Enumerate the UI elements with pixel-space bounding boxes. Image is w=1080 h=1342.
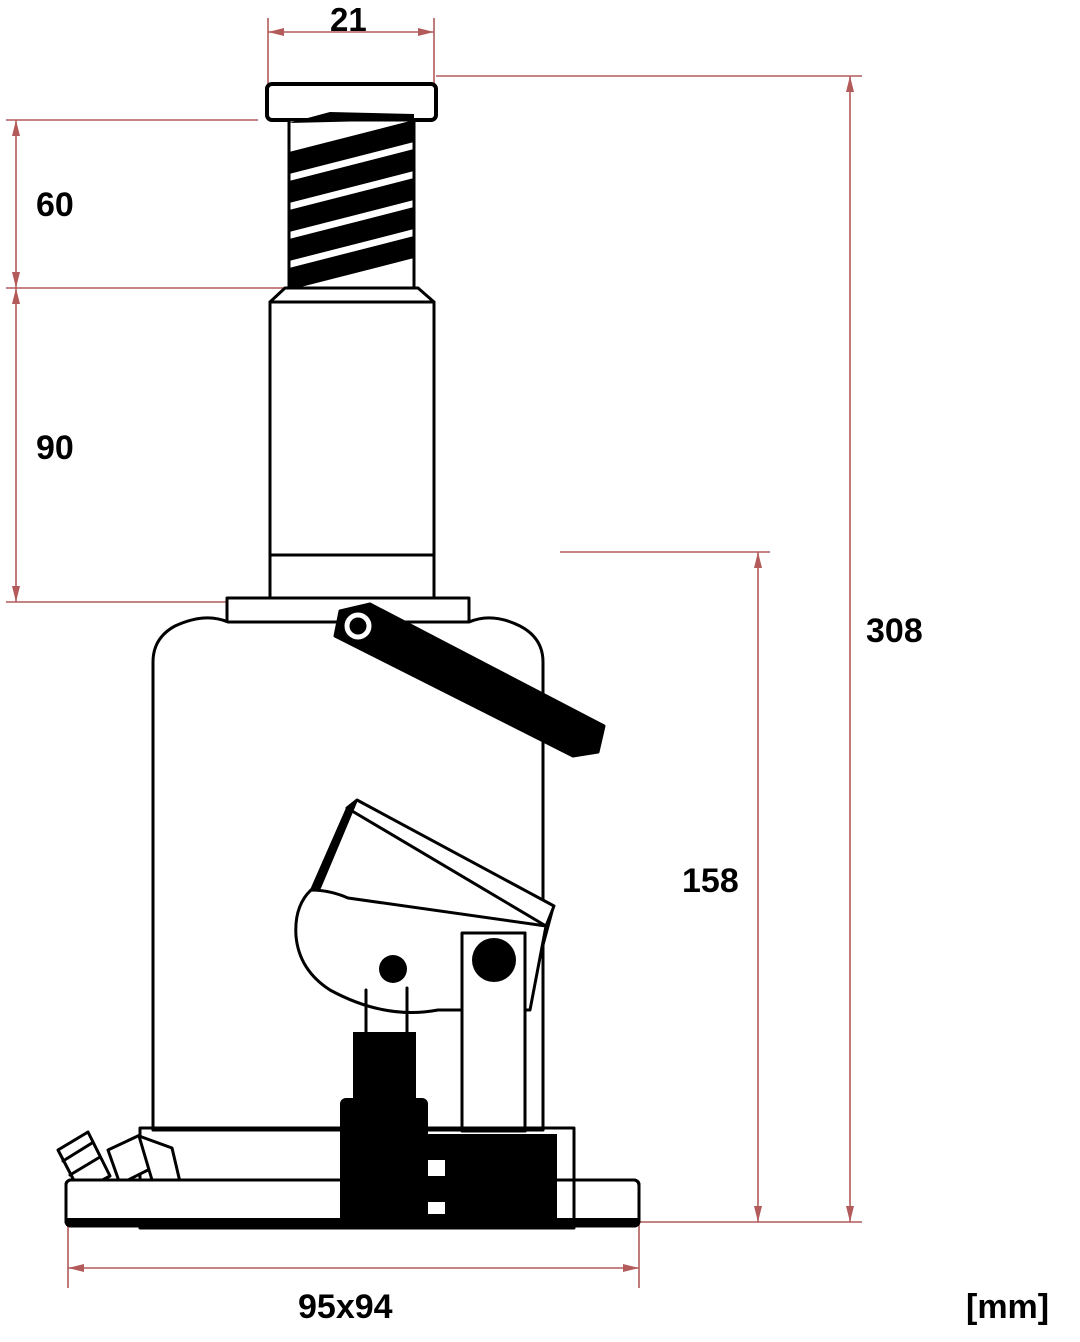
pump-arm-end-left xyxy=(310,799,358,891)
release-valve-screw xyxy=(56,1130,182,1194)
lower-housing xyxy=(138,1126,576,1230)
dimension-label-base-footprint: 95x94 xyxy=(298,1288,393,1326)
pump-pivot-small xyxy=(379,955,407,983)
dimension-label-screw-extension: 60 xyxy=(36,186,74,224)
dimension-label-collapsed-height: 158 xyxy=(682,862,739,900)
ram-cylinder xyxy=(268,286,436,602)
pump-cylinder xyxy=(340,1032,557,1228)
release-valve-head xyxy=(56,1130,112,1194)
lever-pivot xyxy=(344,612,372,640)
release-valve-neck xyxy=(137,1134,182,1184)
dimension-label-total-height: 308 xyxy=(866,612,923,650)
lever-handle xyxy=(333,602,606,758)
release-valve-knurl-2 xyxy=(68,1155,102,1177)
dimension-label-ram-height: 90 xyxy=(36,429,74,467)
dimension-lines xyxy=(6,18,862,1288)
dimension-label-top-cap-width: 21 xyxy=(330,1,367,38)
release-valve-knurl-1 xyxy=(61,1141,94,1163)
base-bottom-edge xyxy=(66,1218,639,1226)
dimension-arrowheads xyxy=(12,28,854,1272)
unit-label: [mm] xyxy=(966,1288,1050,1326)
base-plate-top-cover xyxy=(66,1181,336,1225)
screw-thread-bands xyxy=(289,112,414,290)
jack-geometry xyxy=(56,82,641,1230)
pump-pivot-large-overlay xyxy=(472,938,516,982)
